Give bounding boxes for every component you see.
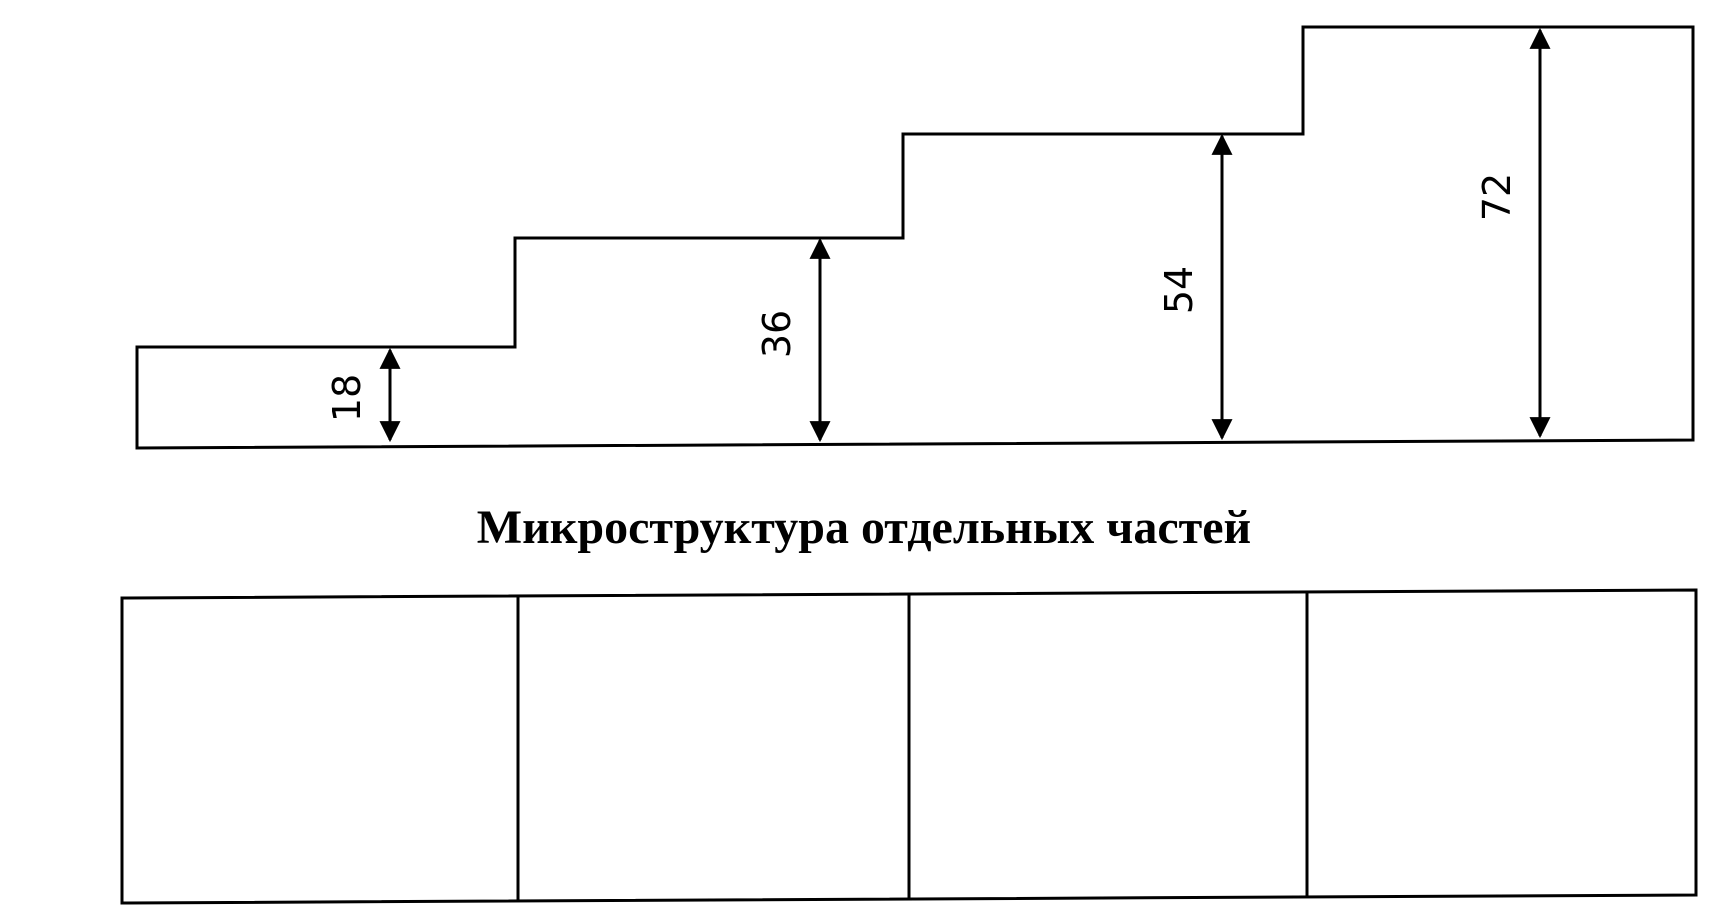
dim-label-72: 72	[1475, 173, 1519, 221]
microstructure-frame	[120, 588, 1698, 905]
microstructure-grid	[120, 588, 1698, 905]
dim-label-36: 36	[755, 310, 799, 358]
dim-label-54: 54	[1157, 266, 1201, 314]
specimen-outline	[135, 25, 1695, 450]
diagram-title: Микроструктура отдельных частей	[476, 501, 1252, 554]
dim-label-18: 18	[325, 374, 369, 422]
